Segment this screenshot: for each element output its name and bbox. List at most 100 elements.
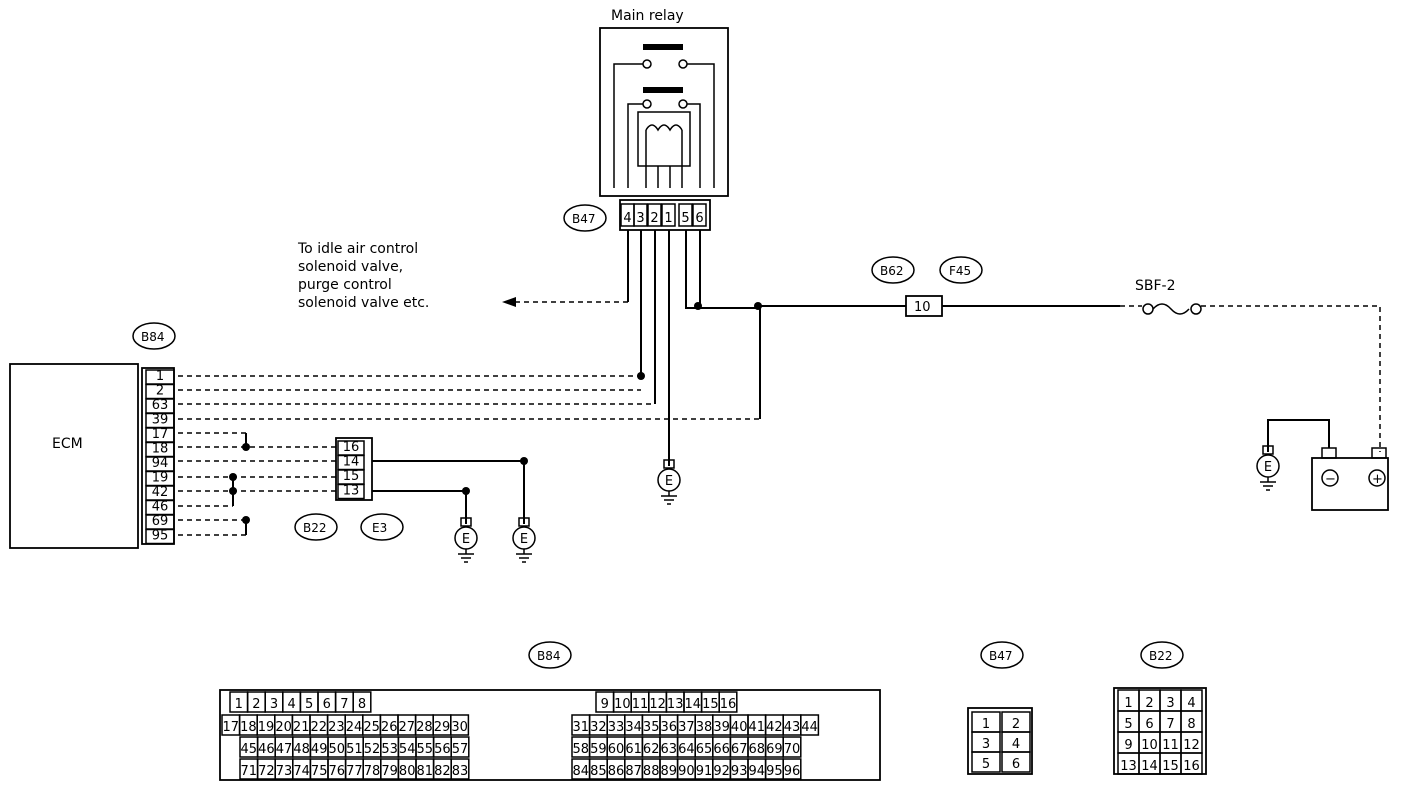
b22-pin-8: 8 xyxy=(1187,717,1195,732)
relay-pin-5-cell xyxy=(678,203,693,227)
b84-pin-20: 20 xyxy=(275,720,292,735)
relay-connector-tag: B47 xyxy=(563,204,607,232)
b84-pin-96: 96 xyxy=(784,764,801,779)
ecm-connector-label: B84 xyxy=(141,330,165,344)
b84-pin-28: 28 xyxy=(416,720,433,735)
b84-pin-6: 6 xyxy=(323,697,331,712)
b22-pin-15: 15 xyxy=(1162,759,1179,774)
b84-pin-51: 51 xyxy=(346,742,363,757)
b84-pin-62: 62 xyxy=(643,742,660,757)
relay-pin-6-cell xyxy=(692,203,707,227)
battery: − + xyxy=(1311,447,1389,511)
note-line-1: To idle air control xyxy=(297,241,418,257)
b84-pin-63: 63 xyxy=(661,742,678,757)
b84-pin-9: 9 xyxy=(601,697,609,712)
fuse: 10 B62 F45 xyxy=(871,256,983,317)
b84-pin-83: 83 xyxy=(452,764,469,779)
b84-pin-34: 34 xyxy=(625,720,642,735)
ecm-pin-1: 1 xyxy=(156,369,164,384)
b84-pin-92: 92 xyxy=(713,764,730,779)
b47-view-label: B47 xyxy=(989,649,1013,663)
b84-pin-12: 12 xyxy=(649,697,666,712)
relay-pin-3: 3 xyxy=(636,211,644,226)
b47-pin-6-cell xyxy=(1001,751,1031,773)
b84-pin-74: 74 xyxy=(293,764,310,779)
b84-pin-4: 4 xyxy=(287,697,295,712)
b84-pin-67: 67 xyxy=(731,742,748,757)
b22-pin-9: 9 xyxy=(1124,738,1132,753)
relay-pin-2-cell xyxy=(647,203,662,227)
b84-pin-95: 95 xyxy=(766,764,783,779)
b84-pin-24: 24 xyxy=(346,720,363,735)
b84-pin-29: 29 xyxy=(434,720,451,735)
b84-pin-47: 47 xyxy=(276,742,293,757)
relay-pin-6: 6 xyxy=(695,211,703,226)
b84-pin-83-cell xyxy=(450,758,470,780)
b84-pin-76: 76 xyxy=(329,764,346,779)
ground-earth-0 xyxy=(661,491,677,505)
fusible-link-label: SBF-2 xyxy=(1135,278,1176,294)
relay-contact-bar-1 xyxy=(643,44,683,50)
ground-tab-0 xyxy=(663,459,675,469)
joint-pin-16: 16 xyxy=(343,440,360,455)
b22-pin-3: 3 xyxy=(1166,696,1174,711)
b84-pin-32: 32 xyxy=(590,720,607,735)
b47-pin-5-cell xyxy=(971,751,1001,773)
joint-pin-13-cell xyxy=(337,483,365,500)
b84-pin-8: 8 xyxy=(358,697,366,712)
b22-pin-5: 5 xyxy=(1124,717,1132,732)
ecm-body xyxy=(9,363,139,549)
b47-pin-5: 5 xyxy=(982,757,990,772)
b84-pin-46: 46 xyxy=(258,742,275,757)
ecm-pin-42: 42 xyxy=(152,485,169,500)
b84-pin-13: 13 xyxy=(667,697,684,712)
b84-pin-79: 79 xyxy=(381,764,398,779)
ecm-pin-18: 18 xyxy=(152,442,169,457)
b84-pin-11: 11 xyxy=(632,697,649,712)
b84-pin-30-cell xyxy=(450,714,470,736)
b84-pin-26: 26 xyxy=(381,720,398,735)
b84-pin-16-cell xyxy=(718,691,738,713)
b84-pin-38: 38 xyxy=(696,720,713,735)
battery-pos: + xyxy=(1372,472,1383,487)
ecm-pin-94: 94 xyxy=(152,456,169,471)
b84-pin-87: 87 xyxy=(625,764,642,779)
b84-pin-94: 94 xyxy=(749,764,766,779)
ground-label-1: E xyxy=(462,532,470,547)
ecm-pin-69: 69 xyxy=(152,514,169,529)
note-line-2: solenoid valve, xyxy=(298,259,403,275)
b84-pin-10: 10 xyxy=(614,697,631,712)
ground-tab-3 xyxy=(1262,445,1274,455)
ecm-pin-2: 2 xyxy=(156,384,164,399)
b84-pin-78: 78 xyxy=(364,764,381,779)
joint-connector-left: B22 xyxy=(303,521,327,535)
b84-pin-35: 35 xyxy=(643,720,660,735)
b84-pin-15: 15 xyxy=(702,697,719,712)
relay-connector-block xyxy=(619,199,711,231)
b84-pin-49: 49 xyxy=(311,742,328,757)
b84-pin-23: 23 xyxy=(328,720,345,735)
b84-pin-37: 37 xyxy=(678,720,695,735)
b84-pin-16: 16 xyxy=(720,697,737,712)
b84-pin-14: 14 xyxy=(685,697,702,712)
b84-pin-81: 81 xyxy=(417,764,434,779)
b84-pin-19: 19 xyxy=(258,720,275,735)
ecm-pin-95: 95 xyxy=(152,529,169,544)
idle-air-control-note: To idle air control solenoid valve, purg… xyxy=(297,241,628,311)
fuse-connector-right: F45 xyxy=(949,264,971,278)
ground-label-0: E xyxy=(665,474,673,489)
ecm-pin-95-cell xyxy=(145,528,175,545)
b84-pin-18: 18 xyxy=(240,720,257,735)
ecm-pin-46: 46 xyxy=(152,500,169,515)
relay-coil-box xyxy=(637,111,691,167)
b84-pin-17: 17 xyxy=(223,720,240,735)
b84-pin-43: 43 xyxy=(784,720,801,735)
b84-pin-25: 25 xyxy=(363,720,380,735)
b84-pin-85: 85 xyxy=(590,764,607,779)
b84-pin-3: 3 xyxy=(270,697,278,712)
b84-pin-86: 86 xyxy=(608,764,625,779)
